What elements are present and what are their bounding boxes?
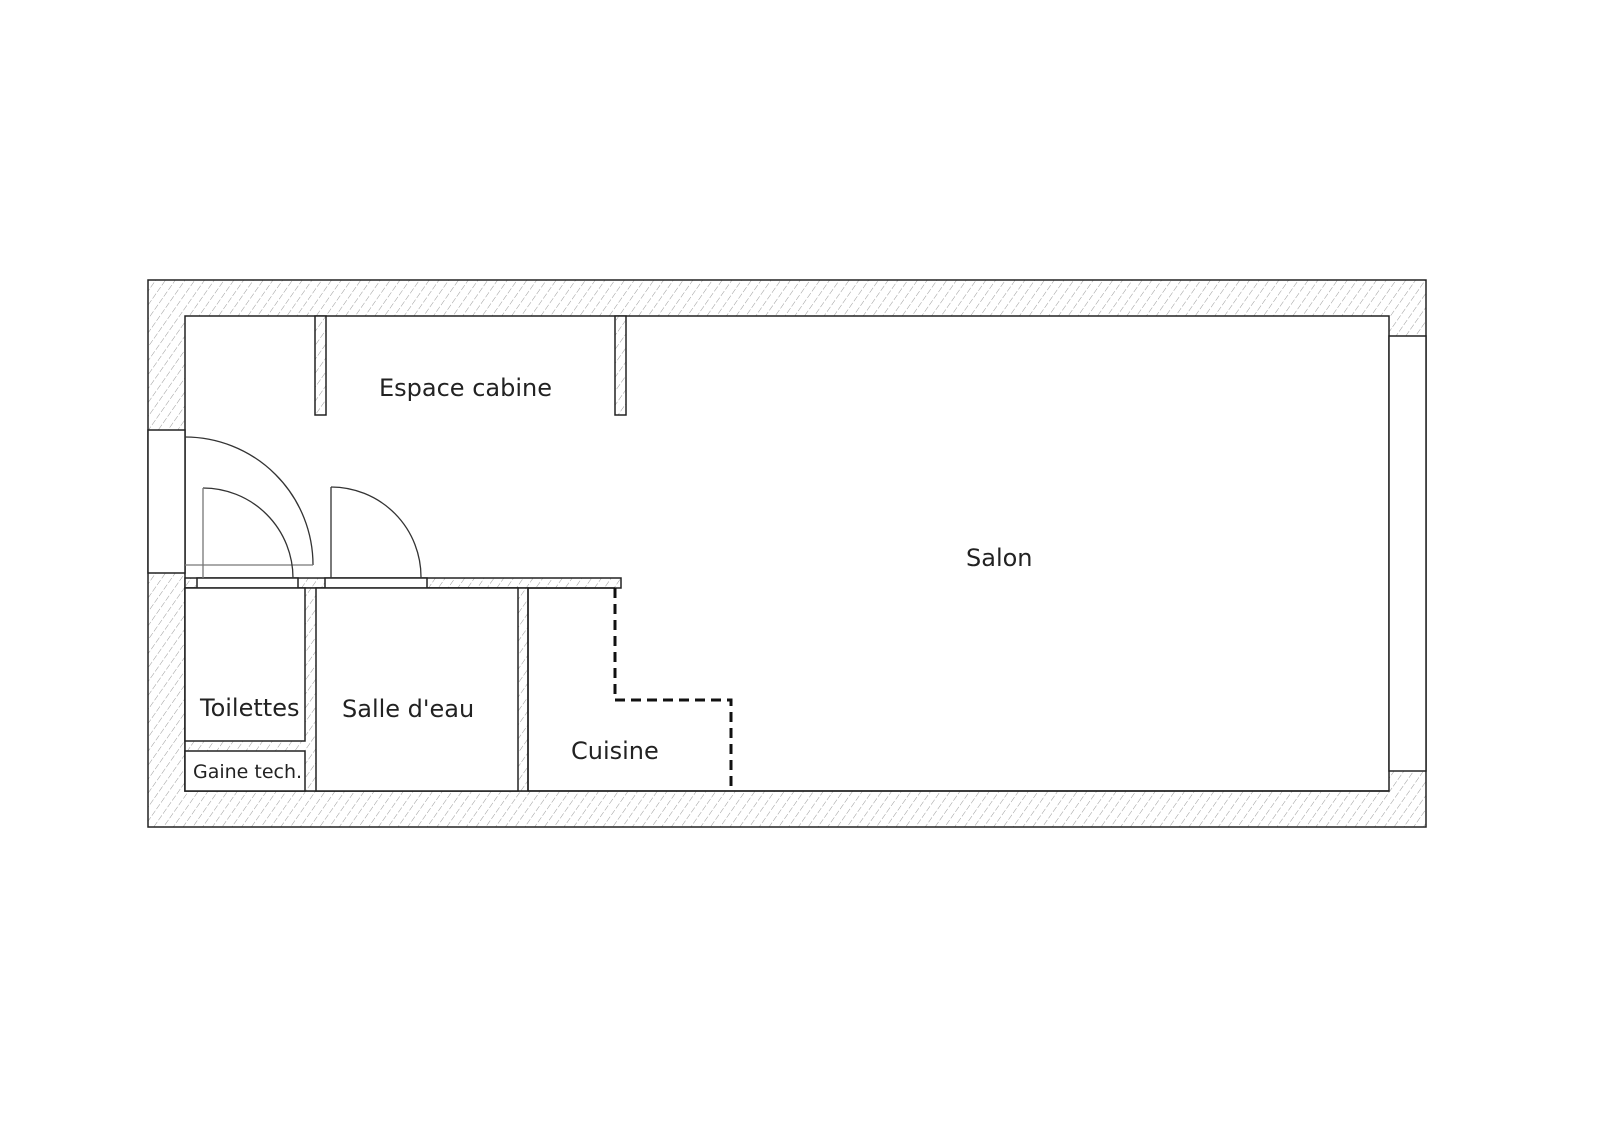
window-right — [1388, 335, 1427, 772]
partition-wall — [314, 315, 327, 416]
room-gaine-tech — [184, 750, 306, 792]
room-cuisine — [529, 589, 629, 790]
kitchen-boundary-dashed — [613, 588, 733, 791]
partition-wall — [614, 315, 627, 416]
label-cuisine: Cuisine — [571, 737, 659, 765]
label-salle-d-eau: Salle d'eau — [342, 695, 474, 723]
salle-d-eau-door-swing — [330, 486, 422, 579]
label-salon: Salon — [966, 544, 1033, 572]
label-gaine-tech: Gaine tech. — [193, 761, 302, 783]
entrance-door-swing — [184, 436, 314, 566]
toilettes-door-swing — [202, 487, 294, 579]
label-toilettes: Toilettes — [199, 694, 299, 722]
room-toilettes — [184, 587, 306, 742]
label-espace-cabine: Espace cabine — [379, 374, 552, 402]
entrance-opening — [147, 429, 186, 574]
door-opening-salle-d-eau — [324, 577, 428, 589]
room-salle-d-eau — [315, 587, 519, 792]
cuisine-wall-edge — [527, 587, 615, 791]
door-opening-toilettes — [196, 577, 299, 589]
